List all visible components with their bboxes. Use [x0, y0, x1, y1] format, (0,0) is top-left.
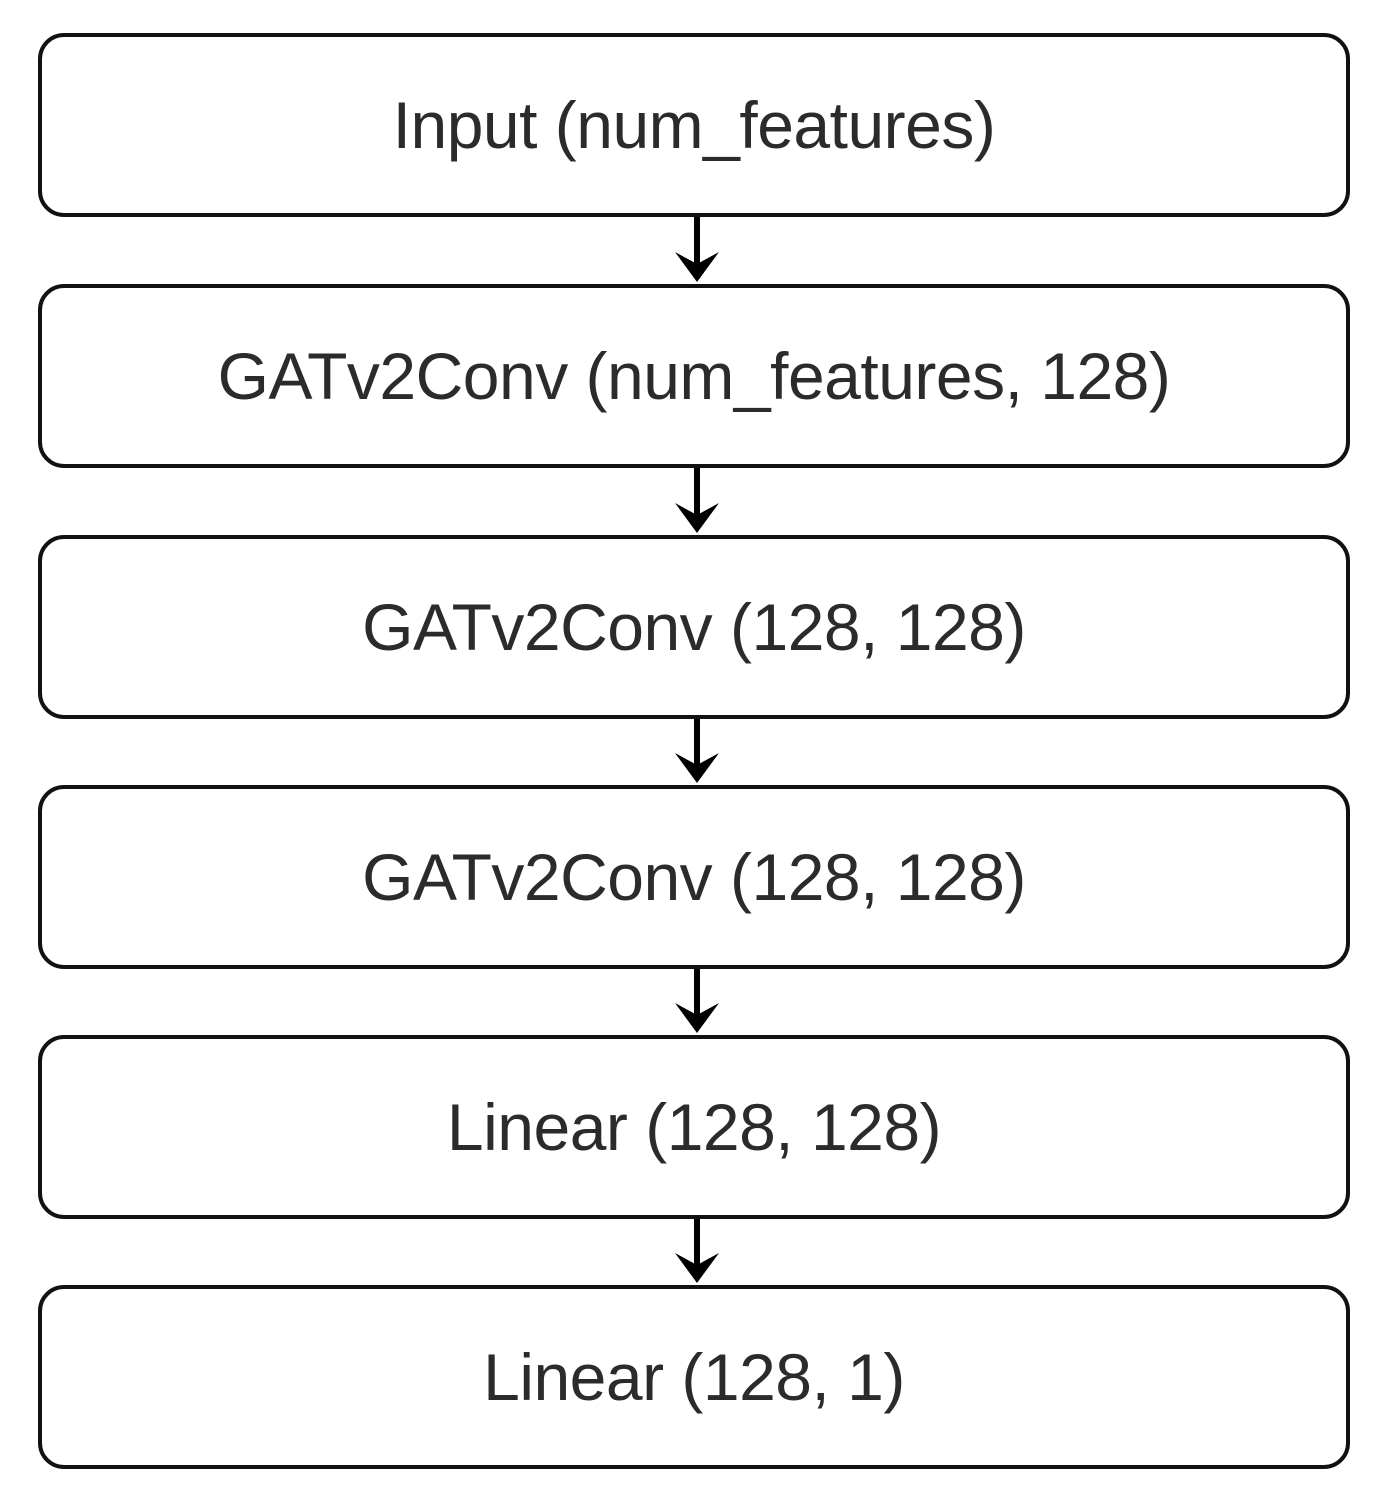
- layer-label: Input (num_features): [392, 88, 996, 162]
- layer-label: GATv2Conv (128, 128): [362, 590, 1026, 664]
- layer-label: Linear (128, 128): [446, 1090, 942, 1164]
- layer-box-input: Input (num_features): [38, 33, 1350, 217]
- layer-box-linear-2: Linear (128, 1): [38, 1285, 1350, 1469]
- arrow-down-icon: [675, 969, 719, 1033]
- layer-label: GATv2Conv (num_features, 128): [217, 339, 1171, 413]
- layer-box-gatv2conv-1: GATv2Conv (num_features, 128): [38, 284, 1350, 468]
- arrow-down-icon: [675, 1219, 719, 1283]
- layer-label: GATv2Conv (128, 128): [362, 840, 1026, 914]
- arrow-down-icon: [675, 217, 719, 282]
- layer-box-gatv2conv-3: GATv2Conv (128, 128): [38, 785, 1350, 969]
- layer-box-linear-1: Linear (128, 128): [38, 1035, 1350, 1219]
- arrow-down-icon: [675, 468, 719, 533]
- layer-label: Linear (128, 1): [483, 1340, 905, 1414]
- layer-box-gatv2conv-2: GATv2Conv (128, 128): [38, 535, 1350, 719]
- arrow-down-icon: [675, 719, 719, 783]
